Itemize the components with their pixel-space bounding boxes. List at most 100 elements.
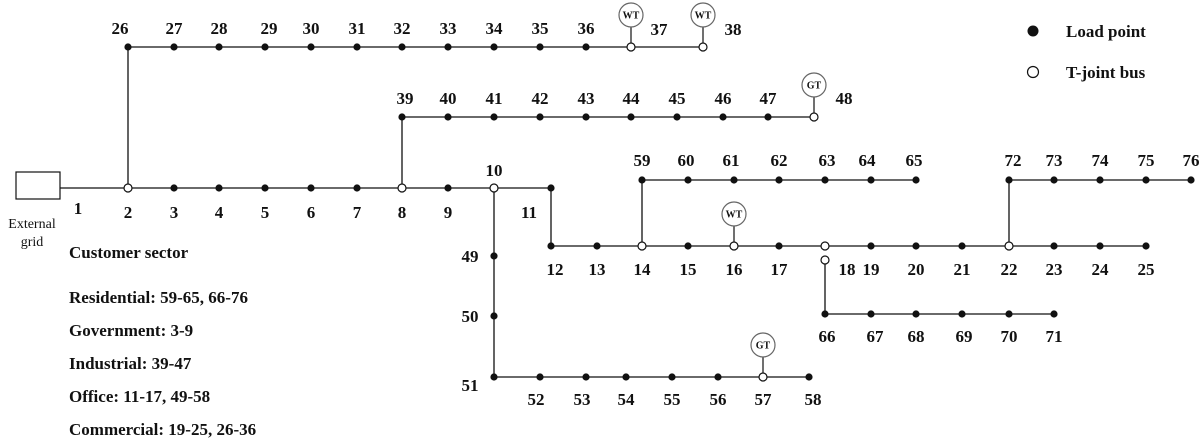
bus-label-48: 48	[836, 89, 853, 108]
gas-turbine-icon-48	[801, 72, 827, 98]
bus-label-26: 26	[112, 19, 129, 38]
bus-label-21: 21	[954, 260, 971, 279]
bus-12-load-point	[547, 242, 555, 250]
bus-71-load-point	[1050, 310, 1058, 318]
bus-label-17: 17	[771, 260, 789, 279]
bus-label-72: 72	[1005, 151, 1022, 170]
bus-label-5: 5	[261, 203, 270, 222]
bus-24-load-point	[1096, 242, 1104, 250]
bus-73-load-point	[1050, 176, 1058, 184]
legend-load-point-icon	[1027, 25, 1039, 37]
bus-28-load-point	[215, 43, 223, 51]
bus-3-load-point	[170, 184, 178, 192]
bus-9-load-point	[444, 184, 452, 192]
gas-turbine-icon-57	[750, 332, 776, 358]
bus-label-24: 24	[1092, 260, 1110, 279]
generator-label-57: GT	[756, 341, 771, 352]
bus-label-29: 29	[261, 19, 278, 38]
bus-60-load-point	[684, 176, 692, 184]
bus-label-51: 51	[462, 376, 479, 395]
bus-30-load-point	[307, 43, 315, 51]
bus-7-load-point	[353, 184, 361, 192]
bus-label-62: 62	[771, 151, 788, 170]
external-grid-label-line2: grid	[21, 235, 44, 250]
bus-label-47: 47	[760, 89, 778, 108]
bus-label-41: 41	[486, 89, 503, 108]
bus-17-load-point	[775, 242, 783, 250]
bus-56-load-point	[714, 373, 722, 381]
bus-58-load-point	[805, 373, 813, 381]
bus-52-load-point	[536, 373, 544, 381]
bus-label-65: 65	[906, 151, 923, 170]
bus-65-load-point	[912, 176, 920, 184]
bus-2-t-joint	[123, 183, 133, 193]
wind-turbine-icon-38	[690, 2, 716, 28]
bus-label-25: 25	[1138, 260, 1155, 279]
bus-63-load-point	[821, 176, 829, 184]
bus-45-load-point	[673, 113, 681, 121]
bus-59-load-point	[638, 176, 646, 184]
bus-label-14: 14	[634, 260, 652, 279]
bus-50-load-point	[490, 312, 498, 320]
customer-sector-item: Residential: 59-65, 66-76	[69, 288, 248, 307]
bus-26-load-point	[124, 43, 132, 51]
bus-label-57: 57	[755, 390, 773, 409]
bus-label-52: 52	[528, 390, 545, 409]
bus-label-13: 13	[589, 260, 606, 279]
bus-33-load-point	[444, 43, 452, 51]
bus-76-load-point	[1187, 176, 1195, 184]
bus-label-43: 43	[578, 89, 595, 108]
bus-29-load-point	[261, 43, 269, 51]
bus-label-56: 56	[710, 390, 727, 409]
bus-label-74: 74	[1092, 151, 1110, 170]
bus-64-load-point	[867, 176, 875, 184]
bus-27-load-point	[170, 43, 178, 51]
bus-11-load-point	[547, 184, 555, 192]
bus-label-6: 6	[307, 203, 316, 222]
bus-label-42: 42	[532, 89, 549, 108]
bus-label-75: 75	[1138, 151, 1155, 170]
bus-22-t-joint	[1004, 241, 1014, 251]
bus-label-58: 58	[805, 390, 822, 409]
bus-label-69: 69	[956, 327, 973, 346]
customer-sector-item: Office: 11-17, 49-58	[69, 387, 210, 406]
bus-38-t-joint	[698, 42, 708, 52]
bus-19-load-point	[867, 242, 875, 250]
generator-label-48: GT	[807, 81, 822, 92]
bus-label-61: 61	[723, 151, 740, 170]
bus-label-20: 20	[908, 260, 925, 279]
bus-label-38: 38	[725, 20, 742, 39]
bus-label-15: 15	[680, 260, 697, 279]
bus-label-40: 40	[440, 89, 457, 108]
bus-label-18: 18	[839, 260, 856, 279]
bus-69-load-point	[958, 310, 966, 318]
bus-label-10: 10	[486, 161, 503, 180]
bus-37-t-joint	[626, 42, 636, 52]
nodes	[123, 42, 1195, 382]
bus-label-31: 31	[349, 19, 366, 38]
generator-label-37: WT	[623, 11, 640, 22]
bus-4-load-point	[215, 184, 223, 192]
legend-load-point-label: Load point	[1066, 22, 1146, 41]
bus-54-load-point	[622, 373, 630, 381]
generator-label-16: WT	[726, 210, 743, 221]
bus-44-load-point	[627, 113, 635, 121]
customer-sector-item: Government: 3-9	[69, 321, 193, 340]
bus-label-50: 50	[462, 307, 479, 326]
bus-label-49: 49	[462, 247, 479, 266]
bus-label-68: 68	[908, 327, 925, 346]
bus-14-t-joint	[637, 241, 647, 251]
bus-label-59: 59	[634, 151, 651, 170]
bus-42-load-point	[536, 113, 544, 121]
bus-label-9: 9	[444, 203, 453, 222]
bus-18-t-joint	[820, 241, 830, 251]
bus-53-load-point	[582, 373, 590, 381]
bus-label-8: 8	[398, 203, 407, 222]
bus-label-22: 22	[1001, 260, 1018, 279]
bus-label-55: 55	[664, 390, 681, 409]
bus-55-load-point	[668, 373, 676, 381]
bus-label-39: 39	[397, 89, 414, 108]
